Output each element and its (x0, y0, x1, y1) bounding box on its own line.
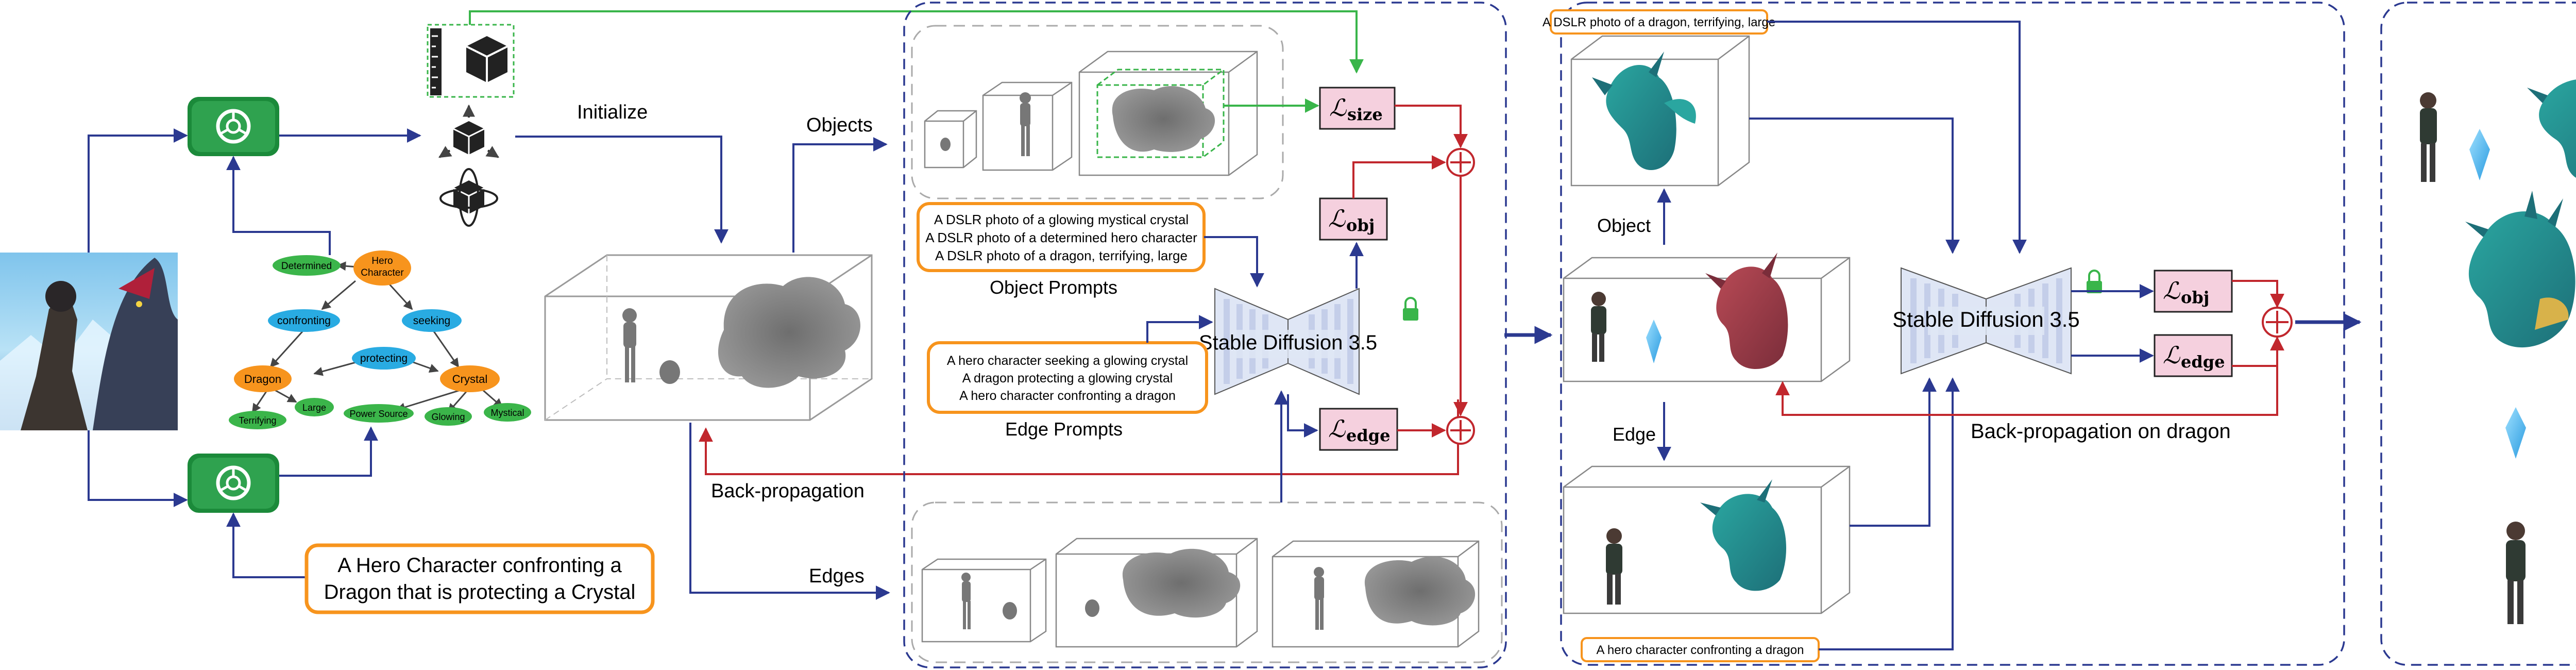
object-prompts-title: Object Prompts (990, 277, 1117, 298)
input-image (0, 253, 178, 430)
node-confronting: confronting (277, 315, 331, 327)
panel-refinement (1560, 2, 2345, 666)
composed-scene-box (1563, 257, 1851, 382)
lock-icon (1403, 297, 1418, 321)
dragon-render-2 (1700, 479, 1786, 591)
label-object: Object (1597, 215, 1651, 236)
edge-prompt-2: A hero character confronting a dragon (959, 389, 1176, 403)
node-large: Large (302, 403, 326, 413)
node-seeking: seeking (413, 315, 450, 327)
object-box-hero (982, 81, 1073, 171)
input-prompt-line1: A Hero Character confronting a (337, 554, 622, 577)
object-prompt-1: A DSLR photo of a determined hero charac… (925, 230, 1197, 245)
chatgpt-icon (188, 97, 279, 156)
panel-output (2380, 2, 2576, 666)
sum-node-3 (2262, 307, 2293, 338)
loss-edge-sub: edge (1346, 426, 1390, 445)
loss-obj: ℒ obj (1319, 197, 1388, 241)
label-initialize: Initialize (577, 102, 648, 123)
output-crystal-top (2469, 129, 2490, 180)
chatgpt-icon (188, 454, 279, 513)
object-prompt-2: A DSLR photo of a dragon, terrifying, la… (935, 248, 1188, 263)
output-hero-bottom (2506, 522, 2526, 624)
node-hero-2: Character (361, 267, 404, 278)
object-box-dragon (1078, 51, 1258, 176)
dragon-object-box (1570, 35, 1750, 187)
edge-scene-box (1563, 465, 1851, 614)
label-objects: Objects (806, 114, 873, 136)
loss-symbol: ℒ (1328, 415, 1346, 443)
edge-box-hero-crystal (921, 558, 1047, 643)
translate-icon (438, 104, 500, 158)
sd-label-2: Stable Diffusion 3.5 (1892, 307, 2079, 331)
label-back-propagation-dragon: Back-propagation on dragon (1971, 420, 2231, 443)
sum-node-1 (1446, 148, 1475, 177)
stable-diffusion-model-2: Stable Diffusion 3.5 (1892, 267, 2080, 375)
edge-prompts-title: Edge Prompts (1005, 418, 1123, 440)
loss-obj-sub: obj (1346, 215, 1375, 235)
rotate-icon (439, 168, 498, 227)
label-edges: Edges (809, 565, 865, 587)
loss-symbol: ℒ (2163, 277, 2180, 305)
edge-prompt-1: A dragon protecting a glowing crystal (962, 371, 1173, 386)
output-dragon-top (2527, 79, 2576, 178)
scene-graph: Hero Character Determined confronting se… (229, 250, 531, 429)
loss-edge: ℒ edge (1319, 408, 1398, 451)
edge-box-dragon-crystal (1055, 538, 1258, 648)
objects-row (911, 25, 1284, 199)
node-crystal: Crystal (452, 373, 487, 386)
node-determined: Determined (281, 261, 332, 272)
node-terrifying: Terrifying (239, 415, 276, 426)
loss-symbol: ℒ (2163, 341, 2180, 369)
object-box-crystal (924, 110, 977, 169)
sum-node-2 (1446, 416, 1475, 445)
loss-edge-2: ℒ edge (2154, 334, 2233, 377)
label-edge: Edge (1613, 424, 1656, 445)
dragon-render (1592, 52, 1696, 170)
dragon-prompt-box: A DSLR photo of a dragon, terrifying, la… (1543, 9, 1775, 35)
hero-dragon-prompt-box: A hero character confronting a dragon (1581, 637, 1820, 662)
output-dragon-middle (2465, 191, 2575, 348)
stable-diffusion-model-1: Stable Diffusion 3.5 (1199, 288, 1377, 395)
edges-row (911, 501, 1503, 663)
crystal-render (1646, 320, 1662, 363)
edge-prompts-box: A hero character seeking a glowing cryst… (927, 341, 1208, 440)
object-prompt-0: A DSLR photo of a glowing mystical cryst… (934, 212, 1189, 227)
output-crystal-bottom (2505, 407, 2526, 459)
node-mystical: Mystical (490, 408, 524, 418)
loss-obj-2: ℒ obj (2154, 270, 2233, 313)
loss-symbol: ℒ (1328, 205, 1346, 232)
edge-prompt-0: A hero character seeking a glowing cryst… (947, 354, 1188, 368)
node-dragon: Dragon (244, 373, 281, 386)
ruler-cube-icon (427, 24, 515, 98)
node-protecting: protecting (360, 353, 408, 364)
dragon-render-red (1705, 253, 1788, 370)
input-prompt-box: A Hero Character confronting a Dragon th… (304, 543, 655, 614)
loss-edge2-sub: edge (2181, 352, 2225, 372)
loss-obj2-sub: obj (2181, 288, 2209, 307)
label-back-propagation: Back-propagation (711, 480, 865, 502)
lock-icon (2087, 270, 2102, 293)
node-glowing: Glowing (431, 412, 465, 422)
sd-label-1: Stable Diffusion 3.5 (1199, 331, 1377, 354)
loss-size: ℒ size (1319, 87, 1396, 130)
node-hero-1: Hero (371, 256, 393, 266)
hero-render-2 (1606, 528, 1622, 605)
hero-render (1591, 292, 1606, 362)
hero-dragon-prompt: A hero character confronting a dragon (1597, 643, 1804, 657)
loss-size-sub: size (1347, 105, 1383, 124)
initial-scene-box (544, 254, 873, 421)
dragon-prompt: A DSLR photo of a dragon, terrifying, la… (1543, 15, 1775, 29)
output-hero-top (2420, 92, 2437, 182)
loss-symbol: ℒ (1329, 94, 1347, 122)
node-power-source: Power Source (349, 409, 408, 419)
object-prompts-box: A DSLR photo of a glowing mystical cryst… (917, 202, 1206, 298)
input-prompt-line2: Dragon that is protecting a Crystal (324, 581, 636, 604)
